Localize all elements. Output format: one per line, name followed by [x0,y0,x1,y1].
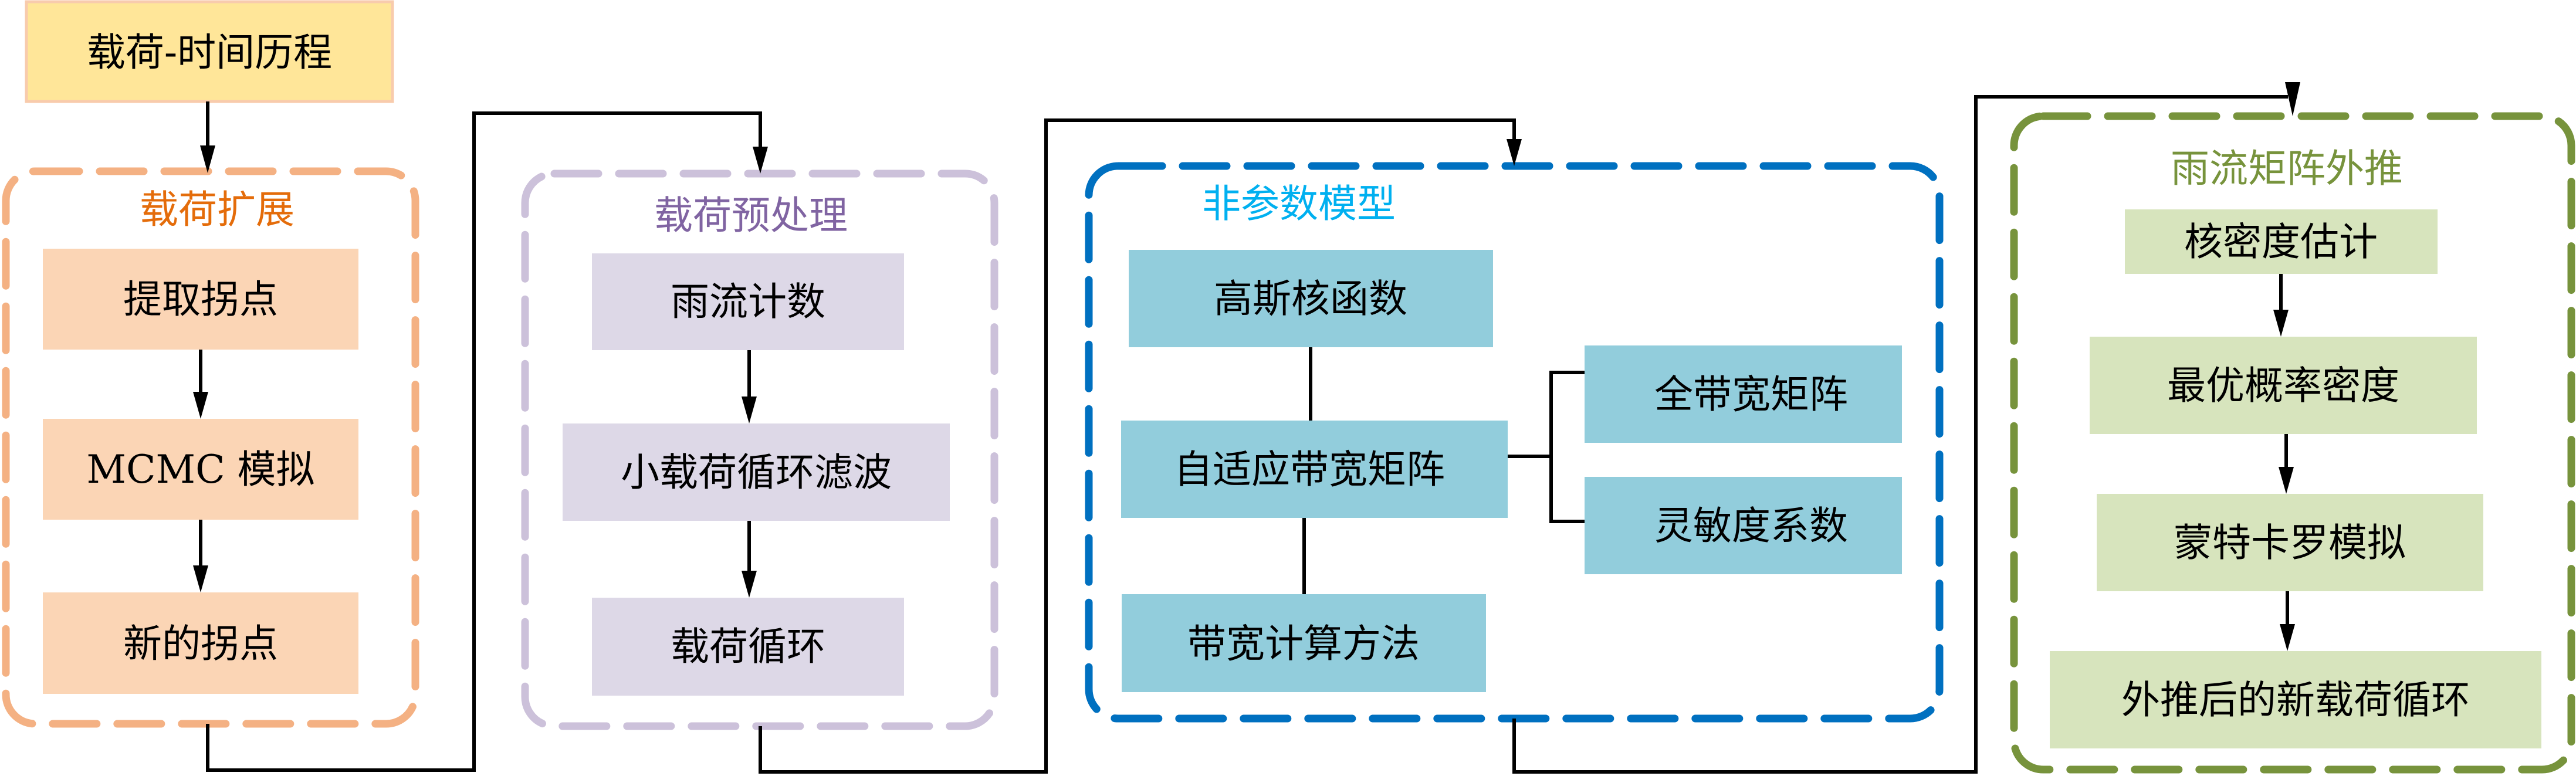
node-adaptive-bandwidth-matrix: 自适应带宽矩阵 [1121,421,1508,518]
arrowhead-icon [2285,82,2300,116]
node-sensitivity-coefficient: 灵敏度系数 [1585,477,1902,574]
group-border [2010,112,2575,774]
node-box [43,249,358,350]
node-box [43,592,358,694]
node-new-turning-points: 新的拐点 [43,592,358,694]
node-load-cycles: 载荷循环 [592,598,904,696]
group-load-preprocessing: 载荷预处理 雨流计数 小载荷循环滤波 载荷循环 [521,170,998,730]
node-box [1121,421,1508,518]
group-title: 载荷预处理 [654,193,848,238]
node-mcmc-simulation: MCMC 模拟 [43,419,358,520]
node-label: 新的拐点 [123,621,278,666]
start-node: 载荷-时间历程 [25,0,394,103]
node-box [2050,651,2541,748]
node-label: 带宽计算方法 [1187,621,1420,666]
node-box [1585,477,1902,574]
node-label: 自适应带宽矩阵 [1174,447,1445,492]
start-node-label: 载荷-时间历程 [87,30,332,75]
arrowhead-icon [2279,467,2294,494]
node-bandwidth-calculation: 带宽计算方法 [1122,594,1486,692]
node-small-cycle-filter: 小载荷循环滤波 [563,423,950,521]
arrowhead-icon [2280,624,2295,651]
node-label: 载荷循环 [671,624,825,669]
arrowhead-icon [742,571,757,598]
group-title: 雨流矩阵外推 [2171,146,2403,191]
node-label: 最优概率密度 [2167,363,2399,408]
arrow-line [759,118,1516,774]
node-box [1129,250,1493,347]
node-box [1585,345,1902,443]
node-box [563,423,950,521]
arrowhead-icon [742,397,757,423]
node-label: 小载荷循环滤波 [621,450,892,495]
arrowhead-icon [2273,310,2289,337]
node-box [1122,594,1486,692]
node-label: 高斯核函数 [1214,276,1407,321]
node-label: 外推后的新载荷循环 [2121,677,2470,723]
arrowhead-icon [193,565,208,592]
arrows [193,82,2300,774]
group-border [2,167,419,728]
group-nonparametric-model: 非参数模型 高斯核函数 自适应带宽矩阵 带宽计算方法 全带宽矩阵 灵敏度系数 [1085,162,1944,723]
node-extract-turning-points: 提取拐点 [43,249,358,350]
node-box [592,598,904,696]
arrowhead-icon [200,145,215,173]
arrow-line [206,111,762,772]
arrowhead-icon [1507,139,1522,166]
group-rainflow-extrapolation: 雨流矩阵外推 核密度估计 最优概率密度 蒙特卡罗模拟 外推后的新载荷循环 [2010,112,2575,774]
node-box [43,419,358,520]
node-optimal-probability-density: 最优概率密度 [2090,337,2477,434]
node-label: 提取拐点 [123,277,278,322]
node-box [592,253,904,350]
node-label: 灵敏度系数 [1654,503,1848,548]
node-gaussian-kernel: 高斯核函数 [1129,250,1493,347]
group-load-expansion: 载荷扩展 提取拐点 MCMC 模拟 新的拐点 [2,167,419,728]
node-label: MCMC 模拟 [86,447,314,492]
node-rainflow-counting: 雨流计数 [592,253,904,350]
group-title: 载荷扩展 [140,187,295,232]
group-title: 非参数模型 [1202,181,1396,226]
node-box [2097,494,2483,591]
node-monte-carlo-simulation: 蒙特卡罗模拟 [2097,494,2483,591]
node-label: 雨流计数 [671,279,825,324]
node-full-bandwidth-matrix: 全带宽矩阵 [1585,345,1902,443]
node-label: 核密度估计 [2184,219,2378,265]
node-label: 蒙特卡罗模拟 [2174,520,2406,565]
start-node-box [25,0,394,103]
node-label: 全带宽矩阵 [1654,372,1848,417]
node-box [2125,209,2438,274]
arrowhead-icon [193,392,208,419]
arrow-line [1512,95,2288,774]
node-kernel-density-estimation: 核密度估计 [2125,209,2438,274]
node-box [2090,337,2477,434]
node-extrapolated-load-cycles: 外推后的新载荷循环 [2050,651,2541,748]
arrowhead-icon [753,147,768,174]
